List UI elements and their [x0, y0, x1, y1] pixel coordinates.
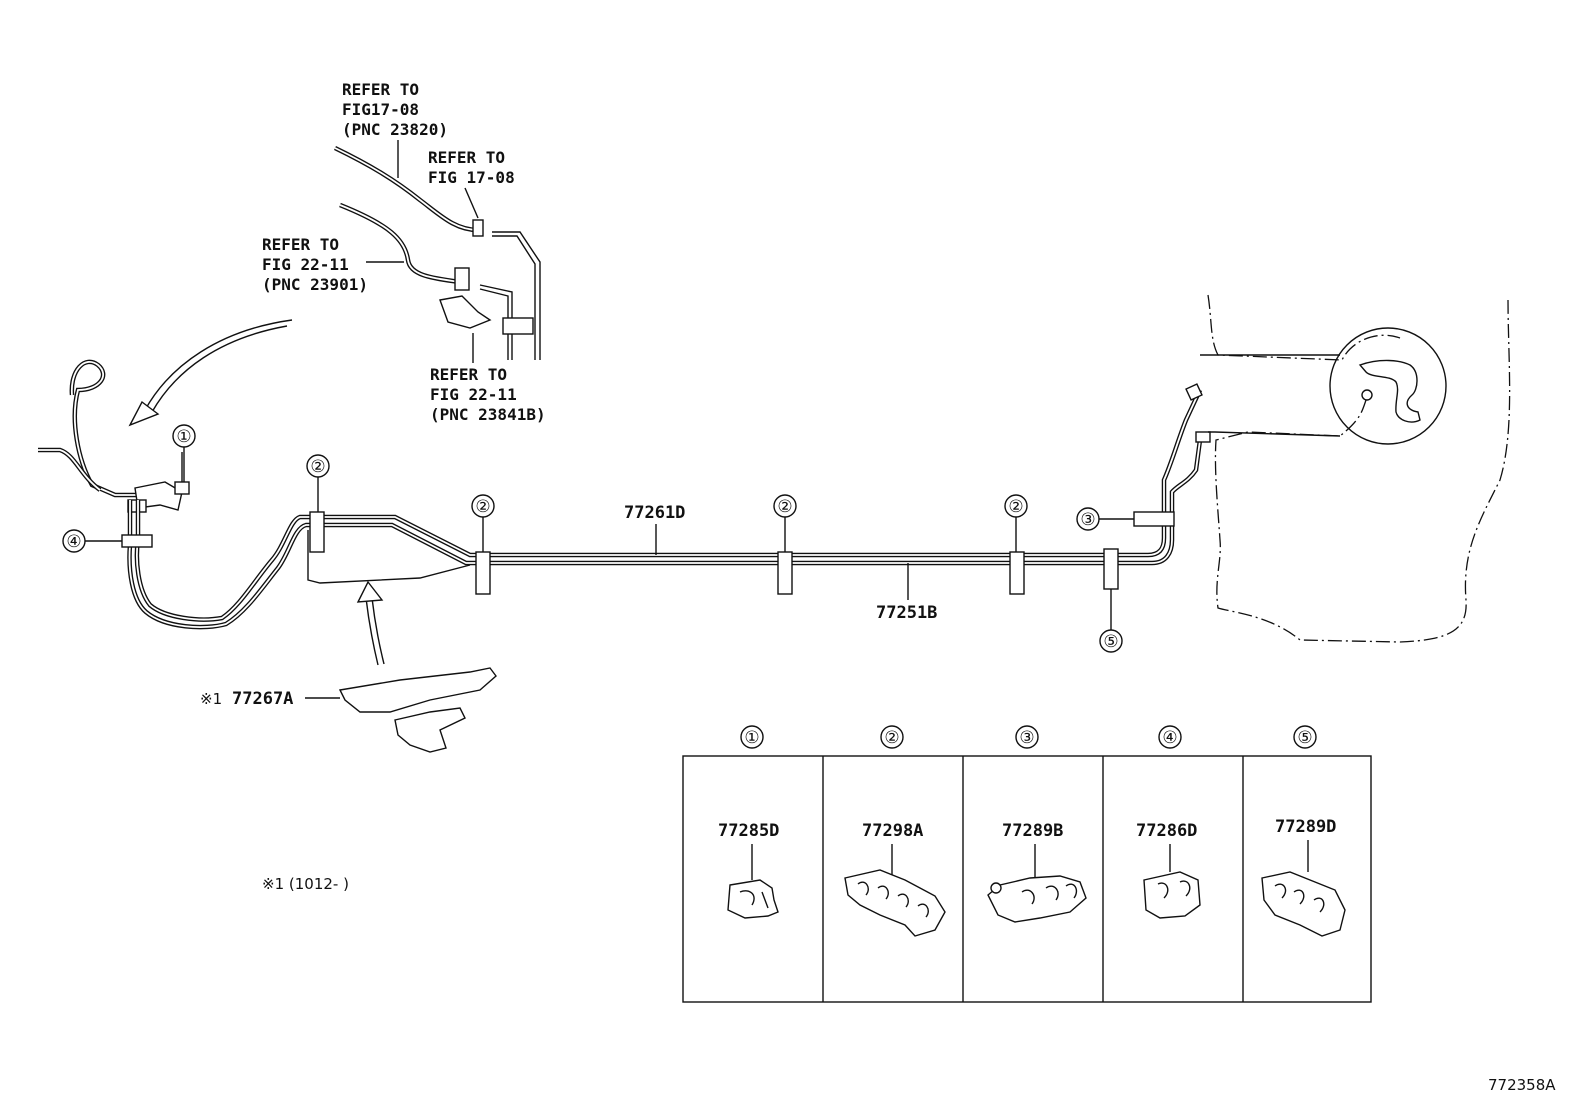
clamp-5-part: 77289D	[1275, 817, 1336, 837]
reference-1-line-2: FIG17-08	[342, 100, 419, 119]
reference-3-line-3: (PNC 23901)	[262, 275, 368, 294]
protector-part: ※1 77267A	[200, 580, 497, 753]
part-label-77251B: 77251B	[876, 603, 937, 623]
diagram-id: 772358A	[1488, 1076, 1556, 1094]
reference-3-line-2: FIG 22-11	[262, 255, 349, 274]
filler-pipe-assembly	[38, 359, 190, 513]
clamp-4-part: 77286D	[1136, 821, 1197, 841]
line-clamps	[121, 511, 1175, 595]
svg-text:④: ④	[1162, 728, 1177, 748]
note-1: ※1 (1012- )	[262, 875, 349, 893]
clamp-4-illustration	[1143, 871, 1201, 919]
clamp-3-part: 77289B	[1002, 821, 1063, 841]
svg-text:③: ③	[1019, 728, 1034, 748]
svg-text:②: ②	[310, 457, 325, 477]
clamp-2-part: 77298A	[862, 821, 923, 841]
reference-4-line-3: (PNC 23841B)	[430, 405, 546, 424]
callouts: ① ② ② ② ② ③ ④	[62, 424, 1134, 653]
svg-text:⑤: ⑤	[1297, 728, 1312, 748]
clamp-1-illustration	[727, 879, 779, 919]
callout-2-c: ②	[773, 494, 797, 552]
reference-sub-illustration	[334, 140, 541, 363]
clamp-2-marker-b	[475, 551, 491, 595]
reference-label-3: REFER TO FIG 22-11 (PNC 23901)	[262, 235, 368, 294]
callout-5: ⑤	[1099, 589, 1123, 653]
protector-prefix: ※1	[200, 690, 222, 708]
clamp-legend-table: ① 77285D ② 77298A ③ 77289B	[682, 725, 1372, 1003]
callout-3: ③	[1076, 507, 1134, 531]
detail-arrow	[128, 319, 293, 427]
clamp-4-marker	[121, 534, 153, 548]
clamp-column-1: ① 77285D	[718, 725, 779, 919]
svg-text:②: ②	[884, 728, 899, 748]
clamp-column-4: ④ 77286D	[1136, 725, 1201, 919]
clamp-1-part: 77285D	[718, 821, 779, 841]
clamp-2-marker-a	[309, 511, 325, 553]
reference-4-line-1: REFER TO	[430, 365, 507, 384]
svg-text:⑤: ⑤	[1103, 632, 1118, 652]
clamp-3-illustration	[987, 875, 1087, 923]
reference-label-1: REFER TO FIG17-08 (PNC 23820)	[342, 80, 448, 139]
svg-text:②: ②	[777, 497, 792, 517]
reference-2-line-2: FIG 17-08	[428, 168, 515, 187]
clamp-2-marker-d	[1009, 551, 1025, 595]
clamp-5-marker	[1103, 548, 1119, 590]
reference-label-2: REFER TO FIG 17-08	[428, 148, 515, 187]
svg-text:③: ③	[1080, 510, 1095, 530]
clamp-3-marker	[1133, 511, 1175, 527]
svg-text:①: ①	[744, 728, 759, 748]
callout-2-d: ②	[1004, 494, 1028, 552]
callout-4: ④	[62, 529, 122, 553]
svg-text:④: ④	[66, 532, 81, 552]
clamp-5-illustration	[1261, 871, 1346, 937]
clamp-column-2: ② 77298A	[844, 725, 946, 937]
svg-text:②: ②	[1008, 497, 1023, 517]
clamp-column-3: ③ 77289B	[987, 725, 1087, 923]
part-label-77267A: 77267A	[232, 689, 293, 709]
clamp-2-marker-c	[777, 551, 793, 595]
fuel-tank-outline	[1200, 294, 1511, 643]
part-label-77261D: 77261D	[624, 503, 685, 523]
reference-4-line-2: FIG 22-11	[430, 385, 517, 404]
svg-text:①: ①	[176, 427, 191, 447]
callout-1: ①	[172, 424, 196, 482]
svg-text:②: ②	[475, 497, 490, 517]
line-part-labels: 77261D 77251B	[624, 503, 937, 623]
clamp-2-illustration	[844, 869, 946, 937]
reference-1-line-1: REFER TO	[342, 80, 419, 99]
reference-1-line-3: (PNC 23820)	[342, 120, 448, 139]
callout-2-b: ②	[471, 494, 495, 552]
clamp-column-5: ⑤ 77289D	[1261, 725, 1346, 937]
reference-3-line-1: REFER TO	[262, 235, 339, 254]
reference-label-4: REFER TO FIG 22-11 (PNC 23841B)	[430, 365, 546, 424]
reference-2-line-1: REFER TO	[428, 148, 505, 167]
callout-2-a: ②	[306, 454, 330, 512]
